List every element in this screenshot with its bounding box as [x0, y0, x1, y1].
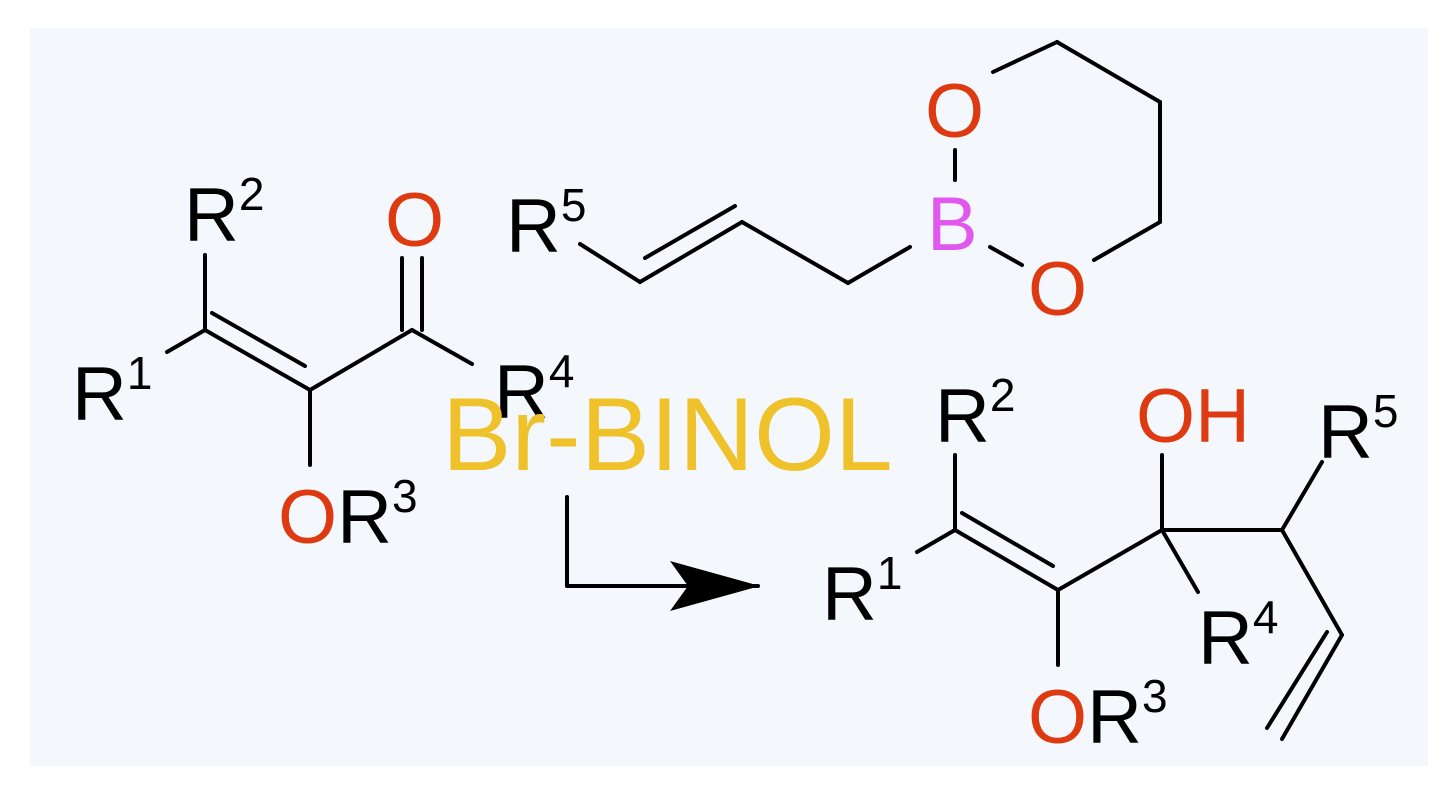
double-bond-ca-cb-inner — [643, 204, 737, 260]
label-boron: B — [927, 182, 978, 267]
catalyst-label: Br-BINOL — [442, 377, 893, 493]
bond-cb-cc — [740, 220, 850, 285]
label-carbonyl-oxygen: O — [385, 178, 444, 263]
double-bond-c1-c2 — [203, 328, 312, 392]
scheme-background — [30, 28, 1428, 766]
ring-bond-c3-o — [1092, 220, 1162, 262]
label-or3-product: OR3 — [1028, 670, 1168, 760]
double-bond-c1-c2-product — [953, 528, 1060, 592]
ring-bond-o-c1 — [991, 40, 1059, 74]
label-r4-product: R4 — [1198, 591, 1278, 681]
label-r5-product: R5 — [1318, 385, 1398, 475]
reaction-arrow — [565, 495, 760, 611]
label-ring-oxygen-bottom: O — [1028, 247, 1087, 332]
terminal-double-bond — [1280, 633, 1344, 741]
terminal-double-bond-inner — [1265, 630, 1329, 730]
bond-c4-r5-product — [1280, 460, 1324, 532]
double-bond-ca-cb — [638, 220, 744, 284]
ring-bond-c1-c2 — [1055, 40, 1162, 104]
label-r1-product: R1 — [822, 547, 902, 637]
label-or3: OR3 — [278, 470, 418, 560]
bond-c2-c3-product — [1056, 528, 1164, 592]
label-r4: R4 — [494, 345, 574, 435]
bond-r5-ca — [578, 242, 642, 284]
label-r2-product: R2 — [935, 369, 1015, 459]
bond-c2-c3 — [308, 328, 414, 392]
label-r1: R1 — [72, 347, 152, 437]
double-bond-c1-c2-product-inner — [960, 511, 1055, 568]
product: R2 R1 OH R5 R4 OR3 — [822, 369, 1398, 760]
bond-b-o-bottom — [988, 245, 1024, 267]
label-ring-oxygen-top: O — [925, 69, 984, 154]
label-hydroxyl: OH — [1136, 374, 1250, 459]
bond-r1-c1-product — [915, 528, 957, 554]
label-r2: R2 — [184, 168, 264, 258]
bond-cc-b — [846, 245, 912, 285]
bond-c4-c5-product — [1280, 528, 1344, 637]
reactant-allylboronate: R5 B O O — [506, 40, 1162, 332]
double-bond-c1-c2-inner — [210, 311, 307, 368]
bond-c3-r4-product — [1160, 528, 1200, 594]
reactant-ketone: R2 R1 O OR3 R4 — [72, 168, 574, 560]
bond-c3-r4 — [410, 328, 474, 366]
bond-r1-c1 — [165, 328, 207, 354]
label-r5-reactant: R5 — [506, 179, 586, 269]
